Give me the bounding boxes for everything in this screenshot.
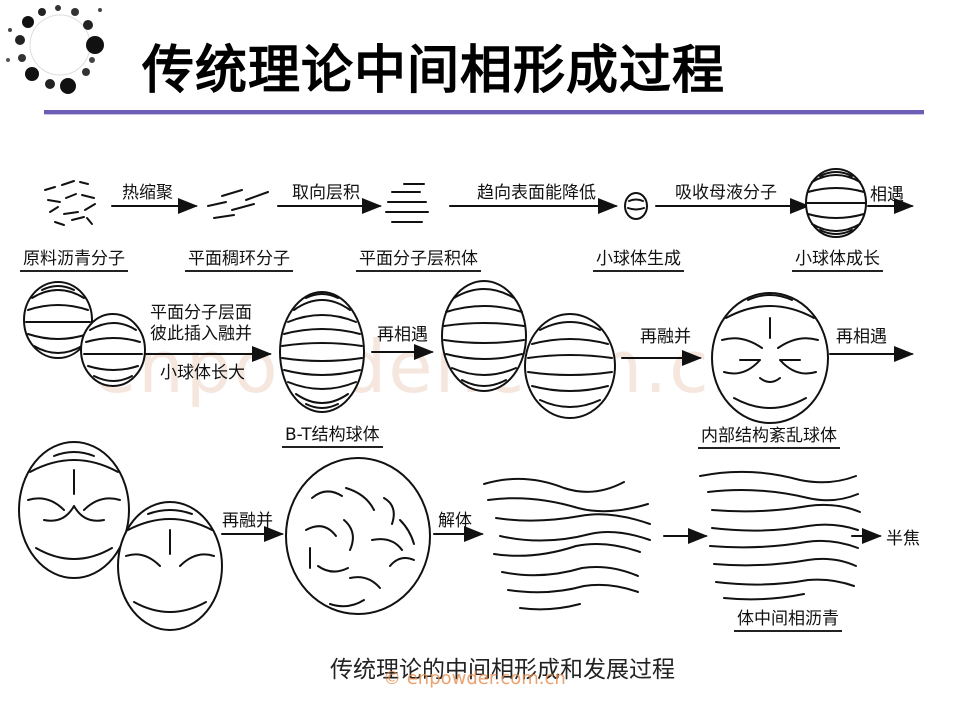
disordered-sphere-glyph: [711, 292, 829, 424]
arrow-label-6-line1: 平面分子层面: [150, 303, 252, 323]
two-bt-spheres-meet-glyph: [441, 280, 616, 419]
arrow-label-8: 再融并: [640, 327, 691, 347]
merged-sphere-glyph: [285, 457, 431, 615]
label-disordered-sphere: 内部结构紊乱球体: [698, 421, 840, 449]
growing-sphere-glyph: [805, 168, 867, 238]
label-planar-rings: 平面稠环分子: [185, 244, 293, 272]
bubble-logo-icon: [6, 5, 104, 94]
label-bt-sphere: B-T结构球体: [282, 420, 383, 448]
copyright-watermark: © enpowder.com.cn: [383, 668, 566, 689]
arrow-label-10: 再融并: [222, 511, 273, 531]
arrow-label-6-line2: 彼此插入融并: [150, 324, 252, 344]
label-sphere-born: 小球体生成: [593, 244, 684, 272]
title-rule: [44, 110, 924, 114]
arrow-label-1: 热缩聚: [122, 183, 173, 203]
disintegration-glyph: [483, 477, 651, 611]
bulk-mesophase-glyph: [699, 470, 861, 601]
arrow-label-6-line3: 小球体长大: [160, 363, 245, 383]
small-sphere-born-glyph: [624, 192, 648, 220]
arrow-label-2: 取向层积: [292, 183, 360, 203]
figure-caption: 传统理论的中间相形成和发展过程: [330, 657, 675, 683]
label-sphere-grow: 小球体成长: [792, 244, 883, 272]
arrow-label-7: 再相遇: [377, 325, 428, 345]
arrow-label-4: 吸收母液分子: [675, 183, 777, 203]
background-watermark: enpowder.com.cn: [92, 325, 759, 409]
label-stacks: 平面分子层积体: [356, 244, 481, 272]
arrow-label-3: 趋向表面能降低: [477, 183, 596, 203]
arrow-label-5: 相遇: [870, 185, 904, 205]
raw-molecules-glyph: [44, 180, 96, 226]
stacks-glyph: [385, 183, 429, 223]
planar-rings-glyph: [207, 189, 269, 219]
label-bulk-mesophase: 体中间相沥青: [734, 604, 842, 632]
two-disordered-spheres-glyph: [18, 441, 223, 631]
arrow-label-11: 解体: [438, 511, 472, 531]
label-raw-molecules: 原料沥青分子: [20, 244, 128, 272]
bt-sphere-glyph: [279, 291, 365, 413]
two-spheres-meet-glyph: [23, 281, 146, 387]
title-rule-shadow: [44, 114, 924, 115]
slide-title: 传统理论中间相形成过程: [142, 41, 726, 101]
arrow-label-9: 再相遇: [836, 327, 887, 347]
arrow-label-12: 半焦: [886, 529, 920, 549]
